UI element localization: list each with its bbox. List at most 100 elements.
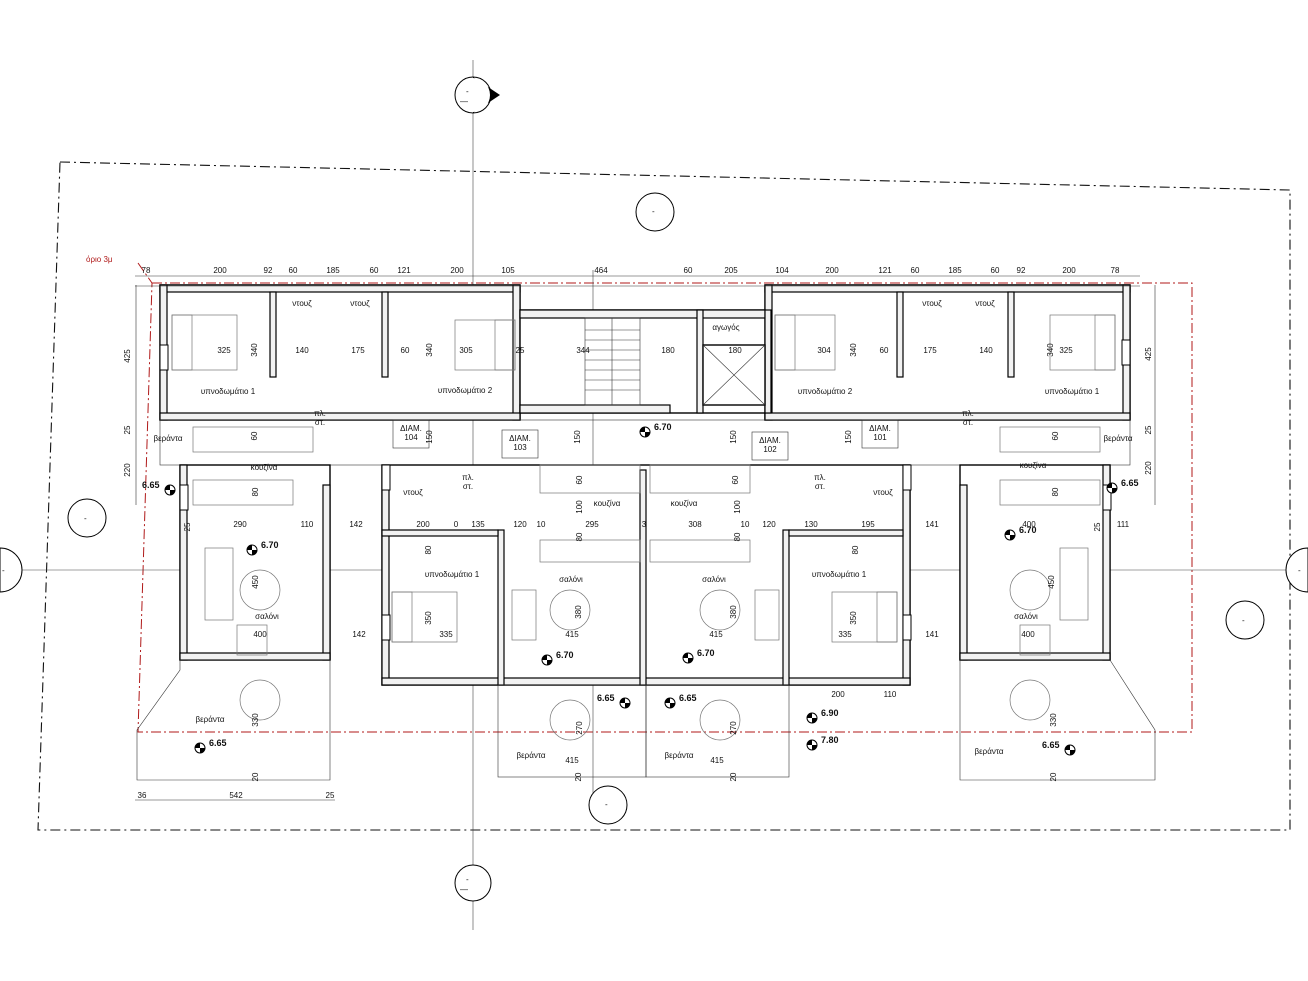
dimension-label: 220 (1144, 461, 1153, 475)
dimension-label: 25 (1144, 425, 1153, 434)
dimension-label: 542 (229, 791, 243, 800)
dimension-label: 105 (501, 266, 515, 275)
unit-labels: ΔΙΑΜ.104 ΔΙΑΜ.103 ΔΙΑΜ.102 ΔΙΑΜ.101 (392, 419, 899, 461)
dimension-label: 150 (425, 430, 434, 444)
level-marker: 6.65 (664, 693, 697, 709)
dimension-label: 175 (351, 346, 365, 355)
dimension-label: 10 (741, 520, 750, 529)
room-label: υπνοδωμάτιο 1 (812, 570, 867, 579)
section-marker-west: - (67, 498, 107, 538)
dimension-label: 121 (397, 266, 411, 275)
level-marker: 6.70 (682, 648, 715, 664)
level-marker: 6.70 (1004, 525, 1037, 541)
dimension-label: 121 (878, 266, 892, 275)
dimension-label: 380 (729, 605, 738, 619)
dimension-label: 80 (733, 532, 742, 541)
dimension-label: 350 (849, 611, 858, 625)
level-value: 6.90 (821, 708, 839, 718)
level-marker: 6.70 (246, 540, 279, 556)
svg-text:-: - (652, 207, 655, 216)
veranda-center-right (645, 684, 790, 778)
dimension-label: 92 (1017, 266, 1026, 275)
svg-text:—: — (460, 885, 468, 894)
svg-text:-: - (605, 800, 608, 809)
room-label: βεράντα (974, 747, 1003, 756)
dimension-label: 110 (884, 690, 897, 699)
level-value: 6.65 (597, 693, 615, 703)
dimension-label: 25 (183, 522, 192, 531)
svg-text:πλ.στ.: πλ.στ. (462, 473, 474, 491)
dimension-label: 20 (1049, 772, 1058, 781)
dimension-top (135, 275, 1140, 287)
dimension-label: 325 (217, 346, 231, 355)
dimension-label: 425 (123, 349, 132, 363)
dimension-label: 130 (804, 520, 818, 529)
svg-text:—: — (460, 97, 468, 106)
section-marker-left-mid: - (0, 547, 23, 593)
room-label: υπνοδωμάτιο 1 (425, 570, 480, 579)
room-label: βεράντα (664, 751, 693, 760)
dimension-label: 100 (733, 500, 742, 514)
room-label: ντουζ (350, 299, 370, 308)
storage-labels: πλ.στ. πλ.στ. πλ.στ. πλ.στ. (314, 409, 974, 491)
room-label: ντουζ (922, 299, 942, 308)
svg-text:-: - (1242, 616, 1245, 625)
dimension-label: 60 (731, 475, 740, 484)
lower-center-block (381, 464, 911, 686)
dimension-label: 335 (439, 630, 453, 639)
dimension-label: 150 (729, 430, 738, 444)
dimension-label: 205 (724, 266, 738, 275)
room-label: κουζίνα (1020, 461, 1047, 470)
room-label: σαλόνι (255, 612, 279, 621)
dimension-label: 150 (573, 430, 582, 444)
dimension-label: 80 (575, 532, 584, 541)
dimension-label: 150 (844, 430, 853, 444)
dimension-label: 92 (264, 266, 273, 275)
dimension-label: 330 (1049, 713, 1058, 727)
dimension-label: 104 (775, 266, 789, 275)
room-label: ντουζ (975, 299, 995, 308)
dimension-label: 185 (948, 266, 962, 275)
section-marker-right-mid: - (1285, 547, 1308, 593)
dimension-label: 340 (250, 343, 259, 357)
level-value: 6.70 (1019, 525, 1037, 535)
dimension-label: 20 (251, 772, 260, 781)
dimension-label: 175 (923, 346, 937, 355)
room-label: ντουζ (292, 299, 312, 308)
dimension-label: 330 (251, 713, 260, 727)
veranda-left (136, 659, 331, 781)
dimension-label: 25 (1093, 522, 1102, 531)
dimension-label: 350 (424, 611, 433, 625)
dimension-label: 110 (301, 520, 314, 529)
dimension-label: 80 (251, 487, 260, 496)
svg-text:-: - (2, 566, 5, 575)
room-label: ντουζ (403, 488, 423, 497)
dimension-label: 344 (576, 346, 590, 355)
room-label: κουζίνα (671, 499, 698, 508)
level-value: 6.65 (209, 738, 227, 748)
section-marker-north: - (635, 192, 675, 232)
dimension-label: 450 (251, 575, 260, 589)
dimension-label: 340 (425, 343, 434, 357)
dimension-label: 180 (661, 346, 675, 355)
dimension-label: 425 (1144, 347, 1153, 361)
room-label: ντουζ (873, 488, 893, 497)
room-label: υπνοδωμάτιο 1 (1045, 387, 1100, 396)
section-marker-bottom: - — (454, 864, 492, 902)
dimension-label: 200 (416, 520, 430, 529)
section-marker-south: - (588, 785, 628, 825)
dimension-label: 60 (289, 266, 298, 275)
level-marker: 6.70 (541, 650, 574, 666)
dimension-label: 140 (979, 346, 993, 355)
level-marker: 7.80 (806, 735, 839, 751)
dimension-label: 0 (454, 520, 459, 529)
level-value: 6.65 (1121, 478, 1139, 488)
level-marker: 6.90 (806, 708, 839, 724)
dimension-label: 60 (684, 266, 693, 275)
level-value: 6.65 (679, 693, 697, 703)
unit-label: ΔΙΑΜ.103 (509, 434, 531, 452)
dimension-label: 60 (370, 266, 379, 275)
room-label: βεράντα (153, 434, 182, 443)
